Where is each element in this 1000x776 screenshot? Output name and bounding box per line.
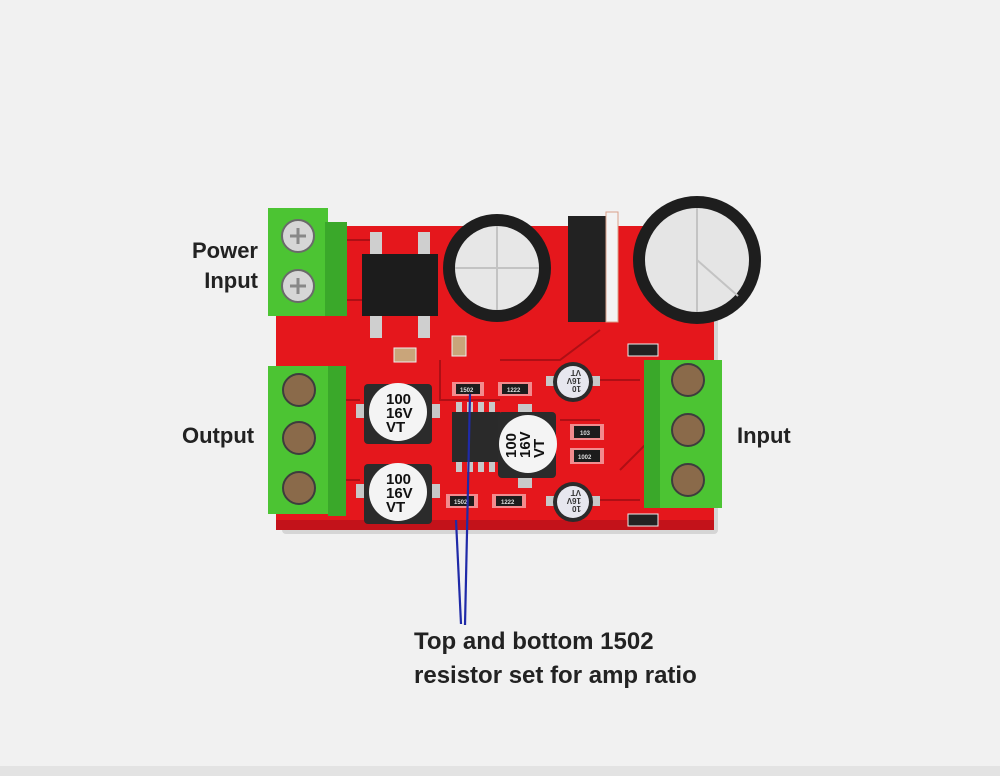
cap-label-2b: 16V [386, 485, 413, 502]
output-label: Output [182, 423, 255, 448]
voltage-regulator [568, 211, 619, 323]
resistor-mid-right-1: 103 [570, 424, 604, 440]
power-input-terminal [268, 208, 347, 316]
resistor-bottom-right: 1222 [492, 494, 526, 508]
tiny-capacitor-bottom: 10 16V VT [546, 482, 600, 522]
cap-label-2c: VT [386, 499, 405, 516]
large-electrolytic-capacitor-2 [633, 196, 761, 324]
smd-capacitor-output-bottom: 100 16V VT [356, 463, 440, 524]
output-terminal [268, 366, 346, 516]
smd-capacitor-output-top: 100 16V VT [356, 383, 440, 444]
smd-capacitor-center: 100 16V VT [498, 404, 557, 488]
tiny-cap-label-2c: VT [571, 488, 581, 497]
cap-label-1a: 100 [386, 391, 411, 408]
resistor-bottom-gain: 1502 [446, 494, 478, 508]
resistor-mid-right-2: 1002 [570, 448, 604, 464]
cap-label-1c: VT [386, 419, 405, 436]
svg-text:1222: 1222 [501, 500, 515, 506]
annotation-note-line2: resistor set for amp ratio [414, 662, 697, 689]
cap-label-1b: 16V [386, 405, 413, 422]
op-amp-ic [452, 402, 500, 472]
annotation-pointer-lines [454, 393, 472, 626]
power-input-label-line1: Power [191, 238, 258, 263]
tiny-cap-label-2a: 10 [572, 504, 581, 513]
annotation-note: Top and bottom 1502 resistor set for amp… [414, 625, 697, 693]
cap-label-3b: 16V [517, 431, 534, 458]
svg-text:103: 103 [580, 431, 591, 437]
cap-label-2a: 100 [386, 471, 411, 488]
large-electrolytic-capacitor-1 [443, 214, 551, 322]
cap-label-3a: 100 [503, 433, 520, 458]
input-terminal [644, 360, 722, 508]
svg-text:1502: 1502 [460, 388, 474, 394]
tiny-capacitor-top: 10 16V VT [546, 362, 600, 402]
cap-label-3c: VT [531, 439, 548, 458]
tiny-cap-label-1a: 10 [572, 384, 581, 393]
power-input-label: Power Input [160, 236, 258, 296]
svg-text:1502: 1502 [454, 500, 468, 506]
svg-text:1222: 1222 [507, 388, 521, 394]
bridge-rectifier [362, 232, 438, 338]
annotation-note-line1: Top and bottom 1502 [414, 628, 654, 655]
bottom-shadow-strip [0, 766, 1000, 776]
resistor-top-right: 1222 [498, 382, 532, 396]
tiny-cap-label-1b: 16V [566, 376, 581, 385]
power-input-label-line2: Input [204, 268, 258, 293]
tiny-cap-label-2b: 16V [566, 496, 581, 505]
input-label: Input [737, 423, 791, 448]
tiny-cap-label-1c: VT [571, 368, 581, 377]
resistor-top-gain: 1502 [452, 382, 484, 396]
svg-text:1002: 1002 [578, 455, 592, 461]
